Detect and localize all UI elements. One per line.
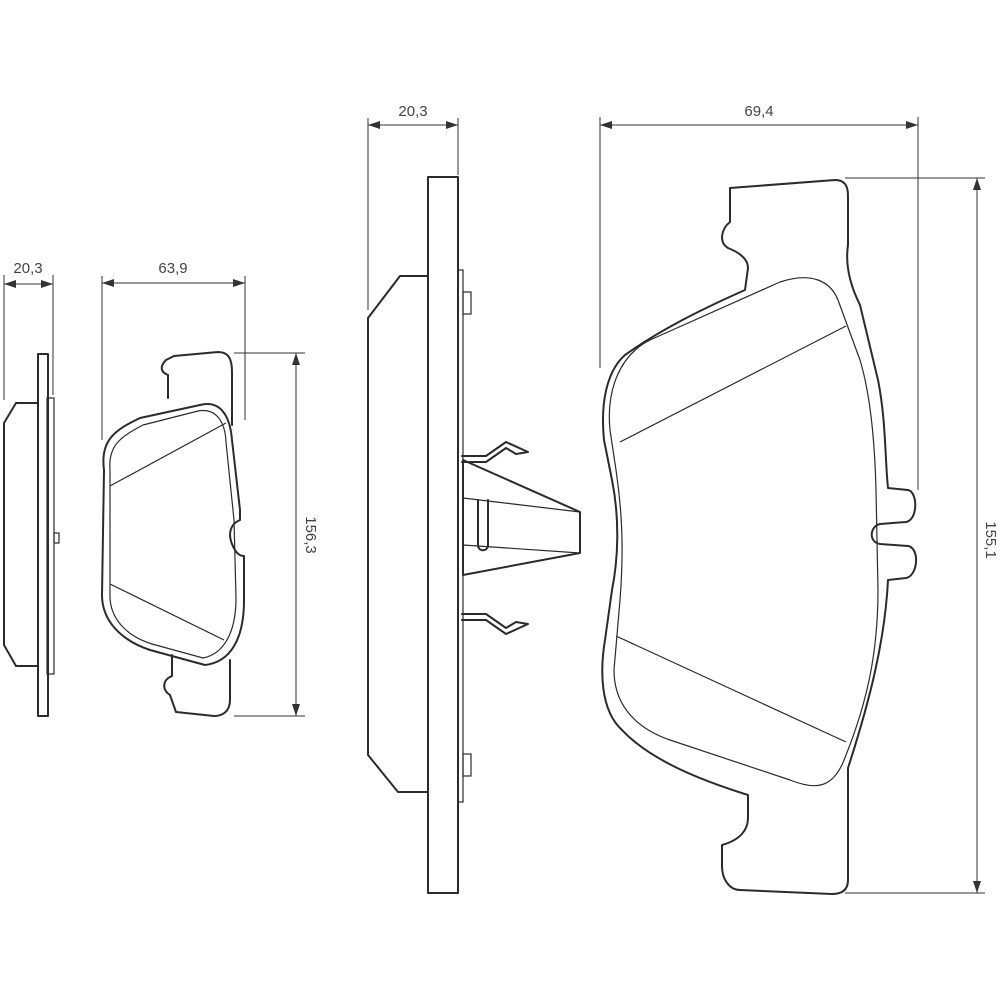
small-pad-side-view [3, 353, 60, 717]
small-pad-front-view [101, 351, 245, 717]
large-pad-width-label: 69,4 [744, 103, 773, 120]
dimension-lines [3, 117, 985, 894]
small-pad-height-label: 156,3 [302, 516, 319, 554]
small-pad-thickness-label: 20,3 [13, 260, 42, 277]
large-pad-side-view [367, 176, 581, 894]
large-pad-front-view [601, 179, 917, 895]
large-pad-thickness-label: 20,3 [398, 103, 427, 120]
small-pad-width-label: 63,9 [158, 260, 187, 277]
large-pad-height-label: 155,1 [982, 521, 999, 559]
